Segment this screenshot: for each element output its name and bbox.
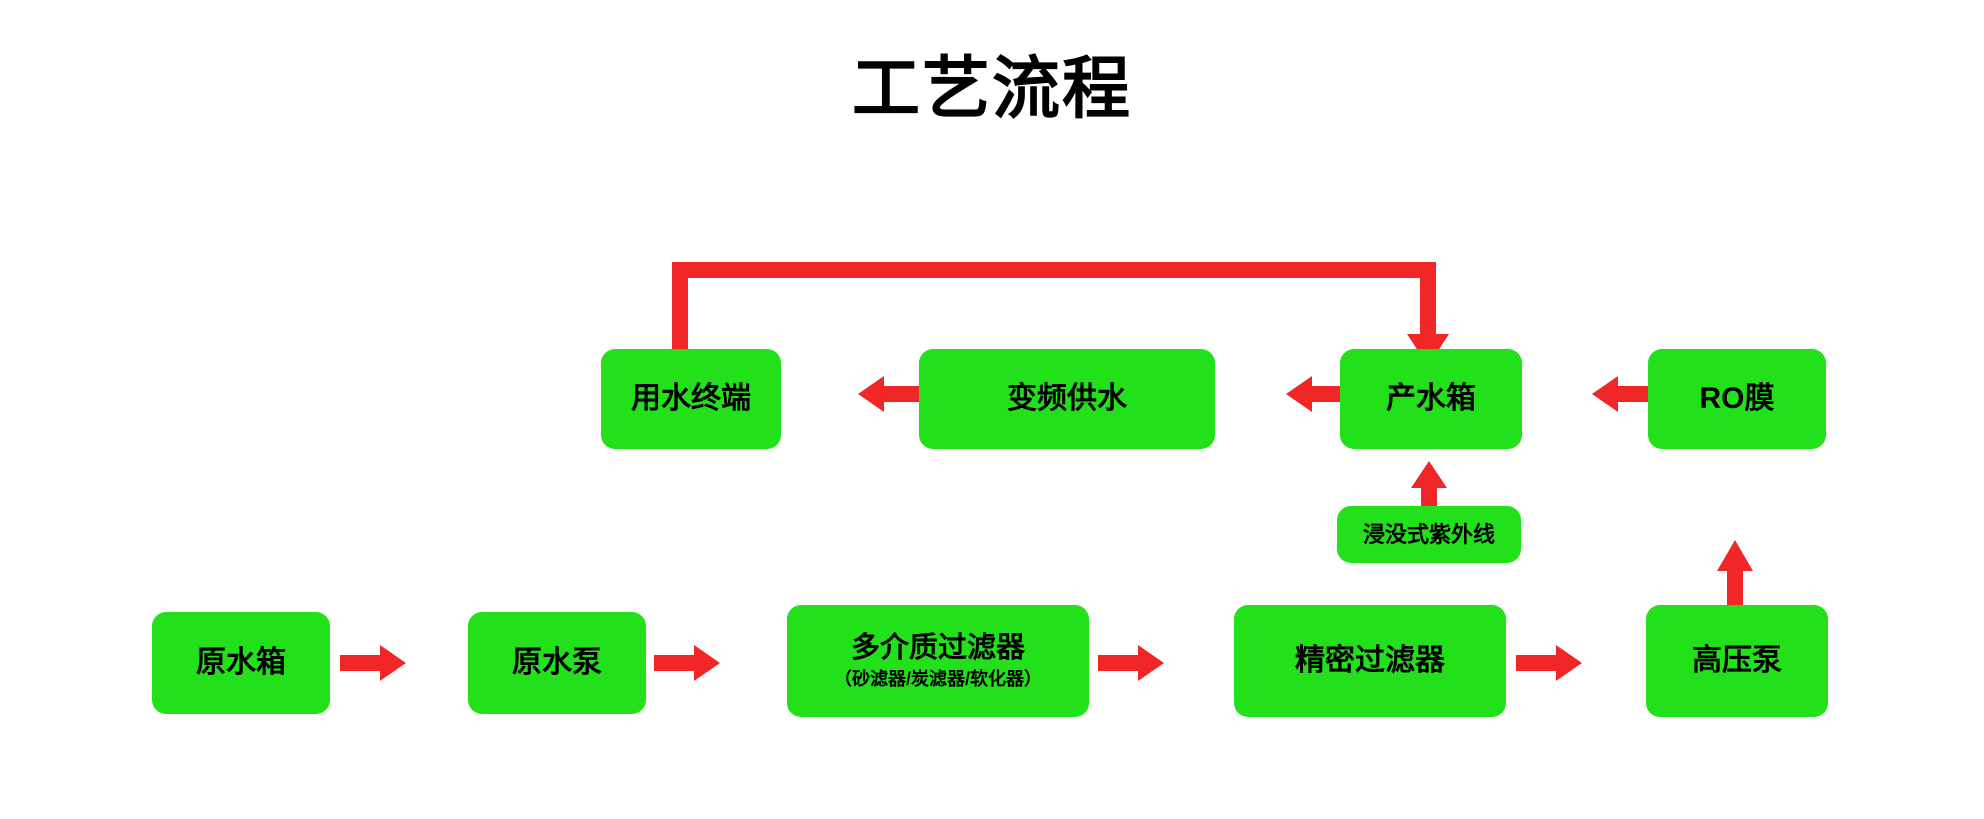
node-label-hp-pump: 高压泵 <box>1692 643 1782 677</box>
arrow-ro-membrane-to-product-tank <box>1592 373 1660 415</box>
arrow-precision-filter-to-hp-pump <box>1516 642 1582 684</box>
node-raw-pump[interactable]: 原水泵 <box>468 612 646 714</box>
arrow-raw-pump-to-multimedia-filter <box>654 642 720 684</box>
node-raw-tank[interactable]: 原水箱 <box>152 612 330 714</box>
node-label-uv: 浸没式紫外线 <box>1362 521 1495 547</box>
arrow-multimedia-filter-to-precision-filter <box>1098 642 1164 684</box>
arrow-uv-to-product-tank <box>1407 461 1451 507</box>
arrow-hp-pump-to-ro-membrane <box>1713 540 1757 615</box>
node-label-precision-filter: 精密过滤器 <box>1295 643 1445 677</box>
node-uv[interactable]: 浸没式紫外线 <box>1337 506 1521 563</box>
node-label-ro-membrane: RO膜 <box>1699 381 1775 415</box>
node-label-product-tank: 产水箱 <box>1386 381 1476 415</box>
node-label-raw-pump: 原水泵 <box>512 645 602 679</box>
node-label-raw-tank: 原水箱 <box>196 645 286 679</box>
arrow-raw-tank-to-raw-pump <box>340 642 406 684</box>
node-vfd-supply[interactable]: 变频供水 <box>919 349 1215 449</box>
node-hp-pump[interactable]: 高压泵 <box>1646 605 1828 717</box>
node-ro-membrane[interactable]: RO膜 <box>1648 349 1826 449</box>
node-sublabel-multimedia-filter: （砂滤器/炭滤器/软化器） <box>833 669 1042 690</box>
page-title: 工艺流程 <box>851 51 1132 127</box>
node-multimedia-filter[interactable]: 多介质过滤器 （砂滤器/炭滤器/软化器） <box>787 605 1089 717</box>
node-precision-filter[interactable]: 精密过滤器 <box>1234 605 1506 717</box>
node-water-terminal[interactable]: 用水终端 <box>601 349 781 449</box>
node-product-tank[interactable]: 产水箱 <box>1340 349 1522 449</box>
node-label-multimedia-filter: 多介质过滤器 <box>850 631 1025 664</box>
node-label-vfd-supply: 变频供水 <box>1007 381 1127 415</box>
node-label-water-terminal: 用水终端 <box>631 381 751 415</box>
arrow-product-tank-to-vfd-supply <box>1286 373 1354 415</box>
arrow-vfd-supply-to-water-terminal <box>858 373 926 415</box>
